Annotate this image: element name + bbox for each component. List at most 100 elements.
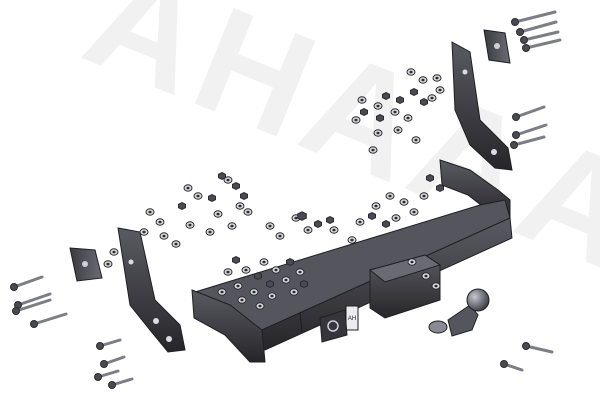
washer bbox=[406, 68, 416, 76]
washer bbox=[243, 208, 253, 216]
bolt bbox=[12, 298, 52, 315]
bolt bbox=[511, 10, 557, 26]
nut bbox=[382, 220, 390, 228]
washer bbox=[373, 129, 383, 137]
washer bbox=[217, 288, 227, 296]
bolt bbox=[108, 377, 134, 389]
washer bbox=[235, 202, 245, 210]
nut bbox=[436, 184, 444, 192]
washer bbox=[183, 184, 193, 192]
washer bbox=[155, 218, 165, 226]
nut bbox=[232, 182, 240, 190]
washer bbox=[431, 282, 441, 290]
washer bbox=[421, 272, 431, 280]
washer bbox=[145, 208, 155, 216]
washer bbox=[249, 288, 259, 296]
nut bbox=[382, 92, 390, 100]
washer bbox=[295, 268, 305, 276]
nut bbox=[240, 192, 248, 200]
bolt bbox=[94, 369, 120, 381]
bolt bbox=[500, 360, 524, 372]
washer bbox=[393, 126, 403, 134]
washer bbox=[357, 96, 367, 104]
bolt bbox=[522, 342, 554, 354]
washer bbox=[355, 218, 365, 226]
washer bbox=[390, 108, 400, 116]
washer bbox=[241, 266, 251, 274]
washer bbox=[171, 240, 181, 248]
washer bbox=[205, 228, 215, 236]
nut bbox=[254, 272, 262, 280]
washer bbox=[407, 258, 417, 266]
washer bbox=[271, 266, 281, 274]
washer bbox=[391, 214, 401, 222]
bolt bbox=[512, 123, 548, 139]
washer bbox=[432, 74, 442, 82]
washer bbox=[159, 232, 169, 240]
washer bbox=[109, 248, 119, 256]
washer bbox=[351, 116, 361, 124]
washer bbox=[265, 222, 275, 230]
nut bbox=[376, 114, 384, 122]
washer bbox=[259, 258, 269, 266]
bolt bbox=[30, 312, 68, 328]
washer bbox=[223, 268, 233, 276]
washer bbox=[267, 292, 277, 300]
plate-label: AH bbox=[348, 316, 356, 322]
washer bbox=[289, 288, 299, 296]
washer bbox=[281, 276, 291, 284]
washer bbox=[409, 208, 419, 216]
washer bbox=[371, 202, 381, 210]
washer bbox=[403, 114, 413, 122]
nut bbox=[178, 202, 186, 210]
washer bbox=[373, 102, 383, 110]
bolt bbox=[100, 355, 126, 368]
bolt bbox=[96, 338, 122, 350]
washer bbox=[185, 221, 195, 229]
fastener-set bbox=[10, 10, 562, 389]
washer bbox=[237, 296, 247, 304]
nut bbox=[300, 280, 308, 288]
nut bbox=[208, 194, 216, 202]
washer bbox=[419, 192, 429, 200]
tow-mount-block: AH bbox=[319, 254, 442, 343]
nut bbox=[297, 211, 307, 221]
bolt bbox=[512, 105, 546, 121]
washer bbox=[223, 176, 233, 184]
nut bbox=[286, 258, 294, 266]
washer bbox=[329, 226, 339, 234]
washer bbox=[275, 232, 285, 240]
nut bbox=[266, 280, 274, 288]
nut bbox=[426, 174, 434, 182]
bolt bbox=[520, 30, 560, 44]
left-side-bracket bbox=[117, 227, 186, 353]
washer bbox=[427, 94, 437, 102]
washer bbox=[399, 198, 409, 206]
washer bbox=[255, 302, 265, 310]
bolt bbox=[522, 38, 562, 52]
washer bbox=[418, 76, 428, 84]
nut bbox=[410, 88, 418, 96]
bolt bbox=[516, 20, 558, 36]
left-spacer-plate bbox=[69, 247, 103, 282]
washer bbox=[303, 226, 313, 234]
nut bbox=[314, 220, 322, 228]
washer bbox=[435, 86, 445, 94]
nut bbox=[232, 256, 240, 264]
tow-ball bbox=[428, 288, 490, 337]
washer bbox=[368, 146, 378, 154]
bolt bbox=[510, 135, 546, 149]
washer bbox=[103, 260, 113, 268]
washer bbox=[385, 192, 395, 200]
washer bbox=[347, 236, 357, 244]
right-spacer-plate bbox=[483, 29, 511, 64]
washer bbox=[139, 228, 149, 236]
right-side-bracket bbox=[451, 41, 513, 171]
nut bbox=[360, 108, 368, 116]
washer bbox=[411, 136, 421, 144]
nut bbox=[326, 216, 334, 224]
washer bbox=[213, 210, 223, 218]
nut bbox=[368, 212, 376, 220]
washer bbox=[227, 222, 237, 230]
